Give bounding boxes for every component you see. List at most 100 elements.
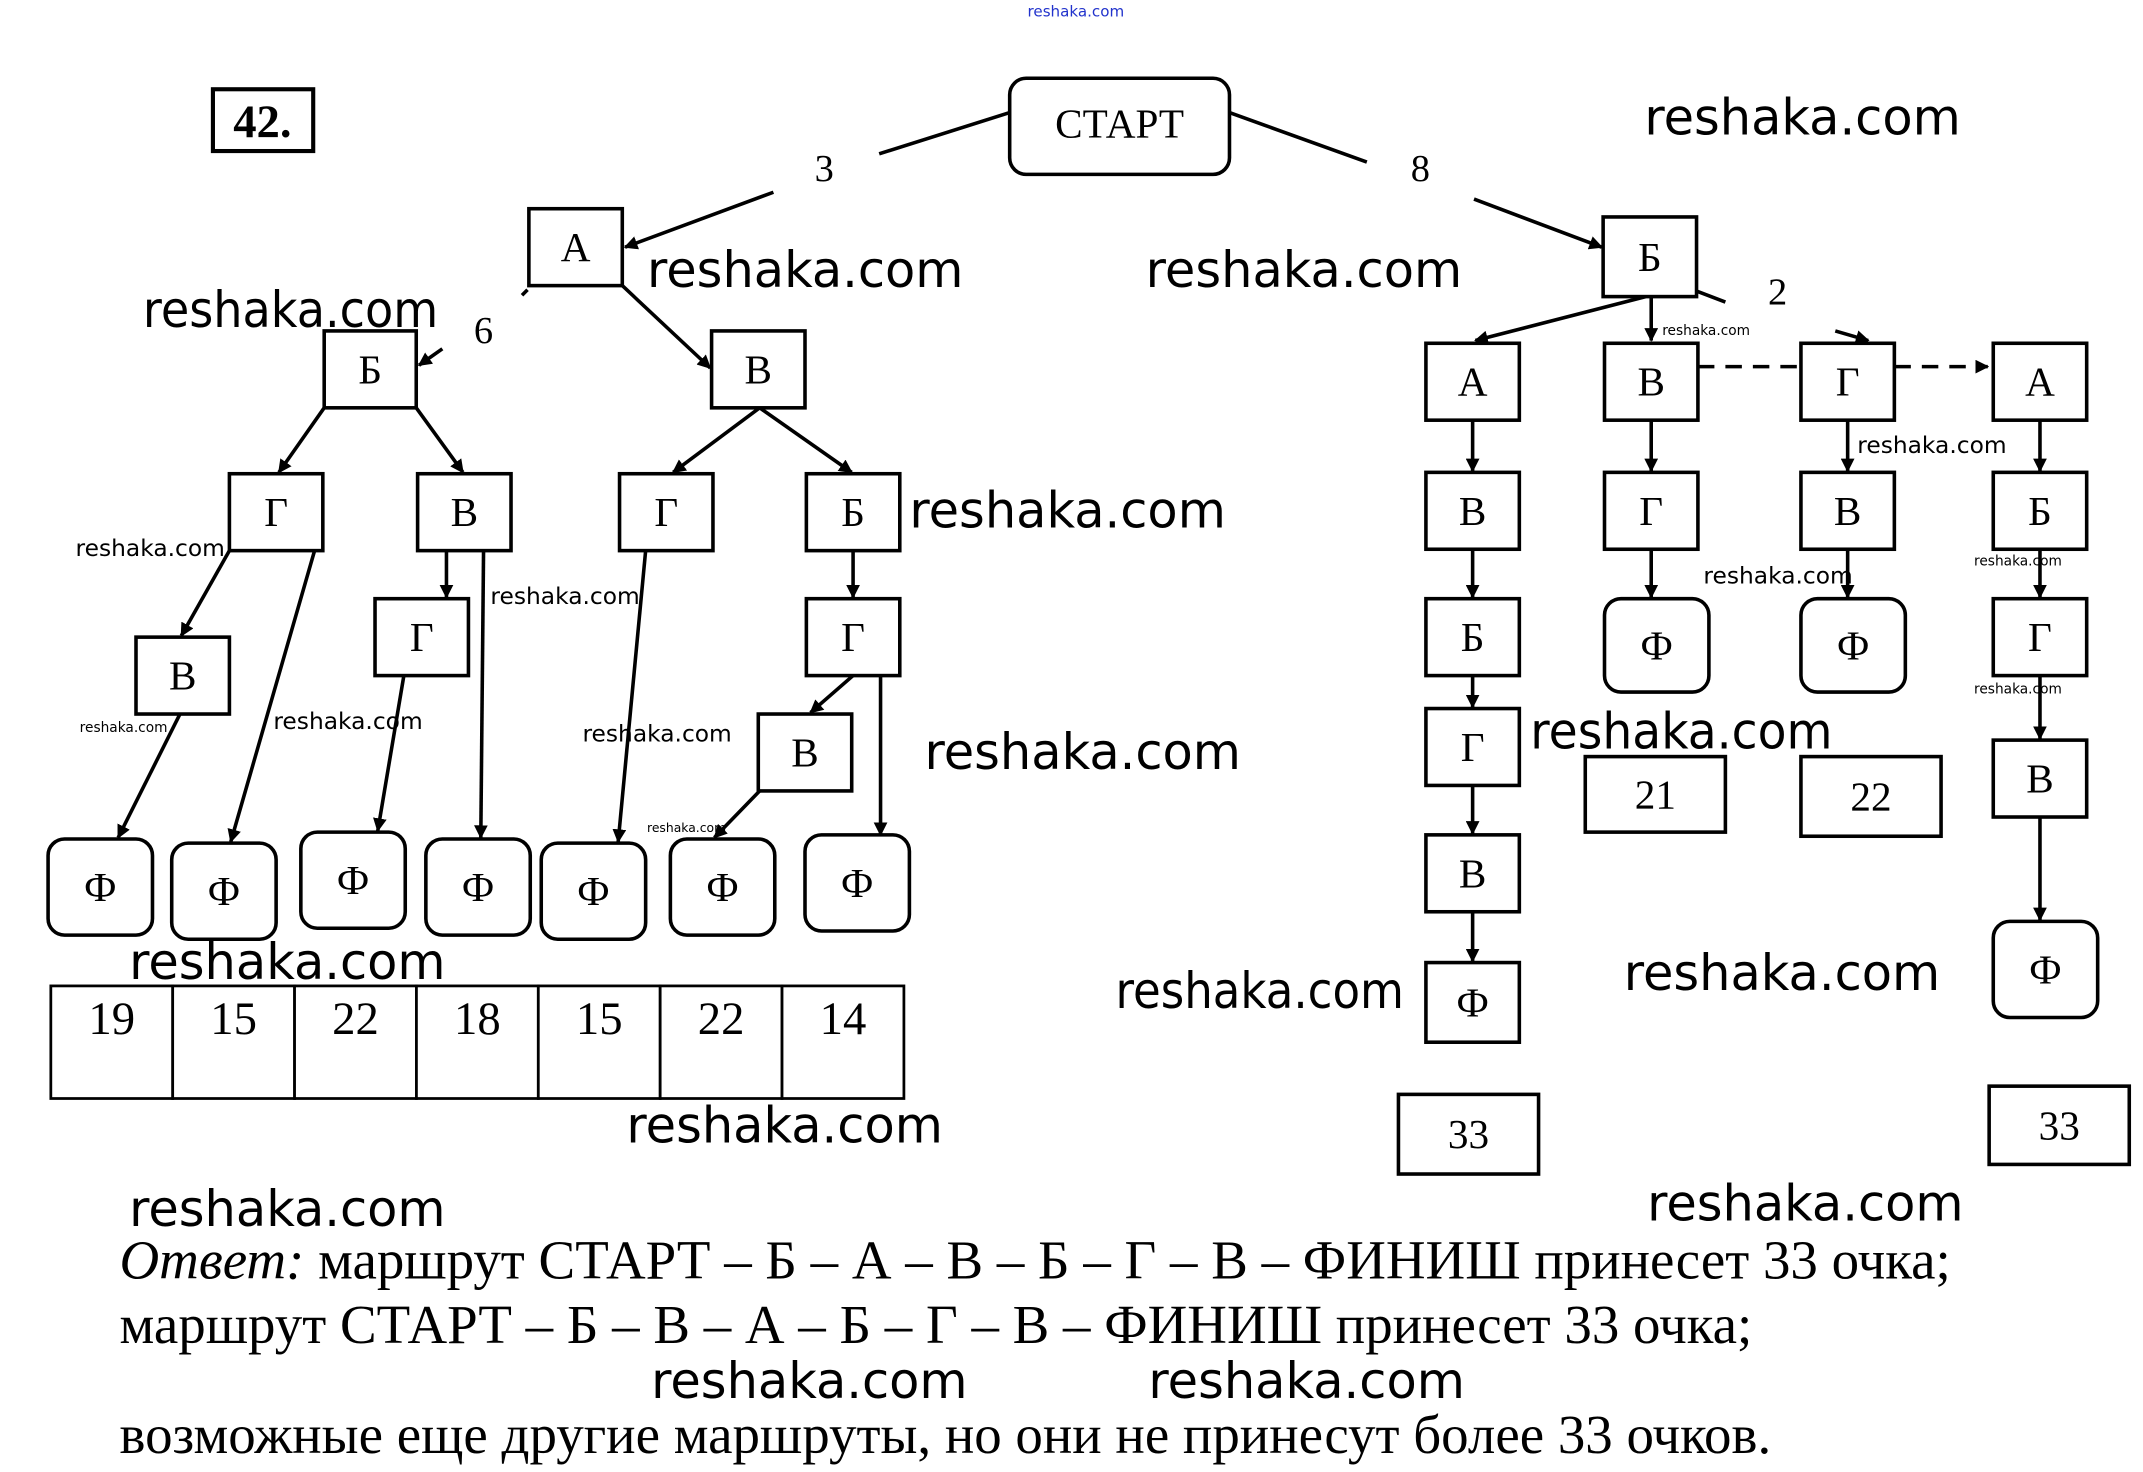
problem-number: 42. — [210, 87, 316, 154]
edge-weight-label: 8 — [1411, 148, 1430, 190]
node-label: Г — [264, 489, 288, 535]
answer-line-1: Ответ: маршрут СТАРТ – Б – А – В – Б – Г… — [120, 1229, 1951, 1290]
node-vertex: В — [756, 712, 854, 793]
right-score-boxes: 33 21 22 33 — [1396, 754, 2132, 1176]
svg-text:42.: 42. — [233, 96, 291, 148]
svg-text:22: 22 — [1850, 773, 1891, 819]
answer-line-3: возможные еще другие маршруты, но они не… — [120, 1404, 1772, 1465]
watermark: reshaka.com — [582, 719, 731, 747]
arrow — [672, 406, 761, 474]
node-label: Б — [841, 489, 865, 535]
node-label: Г — [654, 489, 678, 535]
svg-text:15: 15 — [210, 993, 257, 1045]
node-finish: Ф — [803, 833, 912, 933]
watermark: reshaka.com — [1146, 241, 1462, 299]
edge-line — [1228, 110, 1368, 164]
watermark: reshaka.com — [651, 1352, 967, 1410]
node-vertex: Г — [1602, 470, 1700, 552]
watermark: reshaka.com — [1662, 323, 1750, 339]
arrow — [373, 675, 406, 833]
watermark: reshaka.com — [647, 241, 963, 299]
node-finish: Ф — [46, 837, 155, 937]
watermark: reshaka.com — [1148, 1352, 1464, 1410]
score-box: 33 — [1396, 1092, 1541, 1176]
watermark: reshaka.com — [626, 1096, 942, 1154]
svg-text:33: 33 — [2039, 1102, 2080, 1148]
arrow — [417, 347, 444, 367]
svg-text:СТАРТ: СТАРТ — [1055, 101, 1184, 147]
score-box: 21 — [1583, 754, 1728, 834]
answer-text: Ответ: маршрут СТАРТ – Б – А – В – Б – Г… — [120, 1229, 1951, 1464]
node-label: В — [2026, 756, 2053, 802]
edge-line — [878, 110, 1011, 156]
watermark: reshaka.com — [1644, 89, 1960, 147]
node-label: В — [1637, 359, 1664, 405]
watermark: reshaka.com — [80, 720, 168, 736]
node-vertex: В — [1424, 833, 1522, 914]
node-label: Г — [410, 614, 434, 660]
svg-text:18: 18 — [454, 993, 501, 1045]
node-vertex: Г — [227, 471, 325, 553]
node-vertex: В — [1602, 341, 1700, 422]
svg-text:33: 33 — [1448, 1111, 1489, 1157]
watermark: reshaka.com — [925, 723, 1241, 781]
watermark-top: reshaka.com — [1028, 2, 1125, 20]
node-label: Ф — [337, 857, 370, 903]
node-label: Г — [1461, 724, 1485, 770]
watermark: reshaka.com — [1647, 1175, 1963, 1233]
watermark: reshaka.com — [129, 1180, 445, 1238]
node-vertex: Г — [617, 471, 715, 553]
arrow — [621, 284, 712, 370]
node-label: А — [1458, 359, 1488, 405]
score-cell: 14 — [780, 984, 906, 1100]
node-vertex: Б — [804, 471, 902, 553]
svg-text:22: 22 — [698, 993, 745, 1045]
watermark: reshaka.com — [1974, 554, 2062, 570]
node-label: Ф — [2029, 946, 2062, 992]
node-label: Ф — [84, 864, 117, 910]
watermark: reshaka.com — [1530, 702, 1832, 760]
watermark: reshaka.com — [909, 481, 1225, 539]
node-vertex: В — [1799, 470, 1897, 552]
score-cell: 22 — [658, 984, 784, 1100]
edges — [116, 110, 2047, 963]
score-cell: 19 — [49, 984, 175, 1100]
node-label: Б — [1461, 614, 1485, 660]
edge-line — [1695, 289, 1727, 304]
node-label: Ф — [706, 864, 739, 910]
watermark: reshaka.com — [1624, 944, 1940, 1002]
node-label: Ф — [462, 864, 495, 910]
node-label: В — [451, 489, 478, 535]
answer-line-2: маршрут СТАРТ – Б – В – А – Б – Г – В – … — [120, 1294, 1753, 1355]
node-label: Ф — [841, 860, 874, 906]
node-vertex: Б — [1991, 470, 2089, 552]
node-vertex: В — [709, 329, 807, 410]
node-vertex: В — [1991, 738, 2089, 819]
score-box: 33 — [1987, 1084, 2132, 1167]
node-label: Ф — [1837, 622, 1870, 668]
arrow — [612, 550, 648, 844]
node-label: Г — [841, 614, 865, 660]
node-vertex: Г — [373, 596, 471, 678]
watermark: reshaka.com — [1703, 562, 1852, 590]
svg-text:15: 15 — [576, 993, 623, 1045]
arrow — [1473, 197, 1604, 250]
score-cell: 15 — [171, 984, 296, 1100]
node-label: Б — [1638, 234, 1662, 280]
node-label: В — [791, 729, 818, 775]
edge-line — [520, 288, 529, 297]
arrow — [1474, 294, 1647, 345]
node-vertex: Г — [804, 596, 902, 678]
svg-text:21: 21 — [1635, 771, 1676, 817]
node-label: А — [561, 224, 591, 270]
node-label: Б — [358, 346, 382, 392]
watermark: reshaka.com — [1974, 681, 2062, 697]
node-vertex: В — [1424, 470, 1522, 552]
edge-weight-label: 2 — [1768, 271, 1787, 313]
node-finish: Ф — [424, 837, 533, 937]
node-vertex: Г — [1799, 341, 1897, 422]
node-label: Ф — [1640, 622, 1673, 668]
node-finish: Ф — [169, 841, 278, 942]
